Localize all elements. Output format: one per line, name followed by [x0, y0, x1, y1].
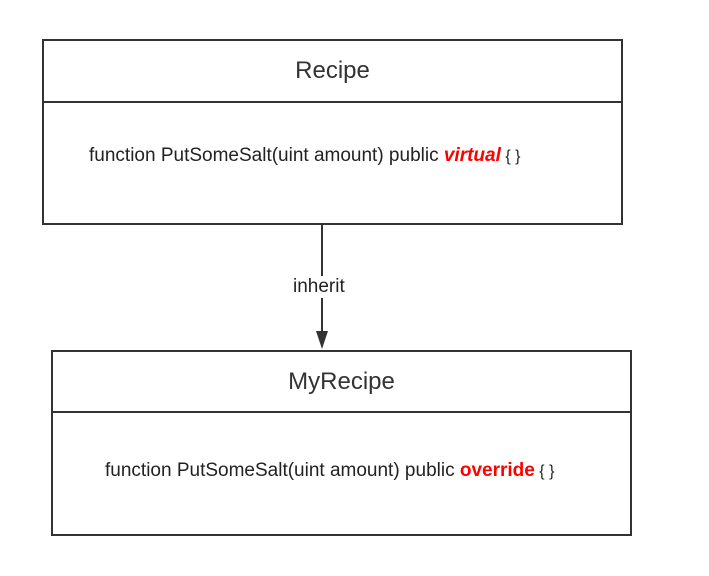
method-signature: function PutSomeSalt(uint amount) public	[105, 460, 460, 481]
virtual-keyword: virtual	[443, 145, 501, 166]
method-body-braces: { }	[534, 463, 555, 480]
class-box-recipe: Recipe function PutSomeSalt(uint amount)…	[42, 39, 623, 225]
class-box-myrecipe: MyRecipe function PutSomeSalt(uint amoun…	[51, 350, 632, 536]
class-name-recipe: Recipe	[44, 41, 621, 103]
inherit-arrowhead	[316, 331, 328, 349]
override-keyword: override	[459, 460, 535, 481]
class-name-myrecipe: MyRecipe	[53, 352, 630, 413]
method-signature: function PutSomeSalt(uint amount) public	[89, 145, 444, 166]
method-body-braces: { }	[500, 148, 521, 165]
method-line-recipe: function PutSomeSalt(uint amount) public…	[89, 145, 520, 167]
method-line-myrecipe: function PutSomeSalt(uint amount) public…	[105, 460, 554, 482]
inherit-label: inherit	[292, 276, 346, 298]
